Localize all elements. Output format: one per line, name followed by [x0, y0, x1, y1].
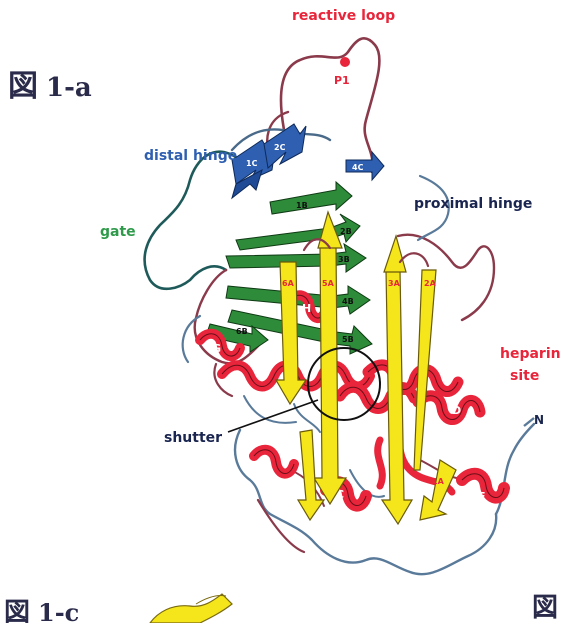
strand-5a-label: 5A	[322, 279, 335, 288]
strand-2a-label: 2A	[424, 279, 437, 288]
strand-1b	[270, 182, 352, 214]
strand-1a-label: 1A	[432, 477, 445, 486]
strand-2b-label: 2B	[340, 227, 352, 236]
fig-1c-fragment	[150, 594, 232, 623]
strand-4b-label: 4B	[342, 297, 354, 306]
reactive-loop-label: reactive loop	[292, 8, 395, 24]
shutter-pointer	[228, 400, 318, 432]
strand-6a-label: 6A	[282, 279, 295, 288]
helix-g-label: G	[212, 342, 221, 355]
fig-1c-glyph: 図	[4, 598, 30, 623]
site-label: site	[510, 368, 539, 384]
strand-2c-label: 2C	[274, 143, 286, 152]
helix-h-label: H	[302, 302, 311, 315]
fig-1a-label: 1-a	[46, 73, 92, 103]
helix-i-label: I	[262, 458, 266, 471]
strand-6b-label: 6B	[236, 327, 248, 336]
p1-label: P1	[334, 74, 350, 87]
distal-hinge-label: distal hinge	[144, 148, 237, 164]
helix-d: D	[418, 396, 480, 420]
strand-3c-label: 3C	[262, 181, 274, 190]
strand-5b-label: 5B	[342, 335, 354, 344]
strand-3b-label: 3B	[338, 255, 350, 264]
strand-4c-label: 4C	[352, 163, 364, 172]
strand-3a-tip	[384, 236, 406, 272]
helix-d-label: D	[452, 404, 461, 417]
helix-i: I	[254, 450, 294, 474]
proximal-hinge-label: proximal hinge	[414, 196, 532, 212]
helix-a-label: A	[236, 382, 245, 395]
fig-1a-glyph: 図	[8, 69, 38, 104]
strand-1c-label: 1C	[246, 159, 258, 168]
gate-label: gate	[100, 224, 136, 240]
shutter-label: shutter	[164, 430, 222, 446]
p1-marker	[340, 57, 350, 67]
strand-3a-label: 3A	[388, 279, 401, 288]
helix-e: E	[462, 474, 504, 503]
strand-1b-label: 1B	[296, 201, 308, 210]
fig-1c-label: 1-c	[38, 598, 79, 623]
n-terminus-label: N	[534, 413, 544, 427]
helix-e-label: E	[478, 490, 486, 503]
heparin-label: heparin	[500, 346, 561, 362]
fig-right-glyph: 図	[532, 593, 558, 623]
helix-b-label: B	[352, 402, 360, 415]
